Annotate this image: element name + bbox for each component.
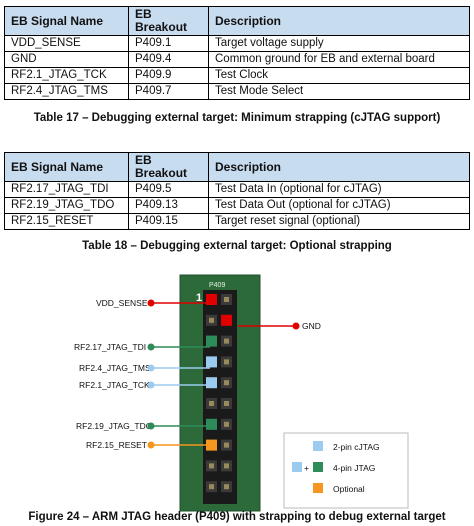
legend-label-2pin: 2-pin cJTAG bbox=[333, 442, 380, 452]
signal-label-tms: RF2.4_JTAG_TMS bbox=[79, 363, 151, 373]
legend-label-4pin: 4-pin JTAG bbox=[333, 463, 375, 473]
header-label: P409 bbox=[209, 282, 225, 289]
signal-label-reset: RF2.15_RESET bbox=[86, 440, 147, 450]
legend-plus: + bbox=[304, 463, 309, 473]
signal-tdi: RF2.17_JTAG_TDI bbox=[74, 342, 210, 352]
header-pin-contact bbox=[224, 297, 229, 302]
header-pin-highlight bbox=[206, 356, 217, 368]
signal-label-tck: RF2.1_JTAG_TCK bbox=[79, 380, 150, 390]
pcb-outline bbox=[179, 274, 261, 512]
cell-description: Target voltage supply bbox=[208, 35, 470, 52]
header-description: Description bbox=[208, 152, 470, 182]
dot-reset bbox=[147, 441, 155, 449]
header-signal-name: EB Signal Name bbox=[4, 6, 129, 36]
table-18-caption: Table 18 – Debugging external target: Op… bbox=[82, 240, 392, 252]
header-breakout-line2: Breakout bbox=[135, 20, 188, 34]
header-pin-highlight bbox=[221, 314, 232, 326]
header-pin-contact bbox=[209, 401, 214, 406]
header-pin-highlight bbox=[206, 377, 217, 389]
header-breakout: EB Breakout bbox=[128, 6, 209, 36]
header-signal-name: EB Signal Name bbox=[4, 152, 129, 182]
cell-signal: RF2.1_JTAG_TCK bbox=[4, 67, 129, 84]
header-pin-contact bbox=[224, 380, 229, 386]
header-pin-highlight bbox=[206, 439, 217, 451]
signal-label-gnd: GND bbox=[302, 321, 321, 331]
dot-tck bbox=[147, 381, 155, 389]
header-description: Description bbox=[208, 6, 470, 36]
table-row: RF2.4_JTAG_TMS P409.7 Test Mode Select bbox=[4, 83, 470, 100]
signal-gnd: GND bbox=[238, 321, 321, 331]
header-pin-contact bbox=[224, 484, 229, 490]
table-row: GND P409.4 Common ground for EB and exte… bbox=[4, 51, 470, 68]
dot-vdd-sense bbox=[147, 299, 155, 307]
table-row: RF2.19_JTAG_TDO P409.13 Test Data Out (o… bbox=[4, 197, 470, 214]
header-pin-contact bbox=[224, 338, 229, 344]
cell-signal: RF2.17_JTAG_TDI bbox=[4, 181, 129, 198]
signal-tdo: RF2.19_JTAG_TDO bbox=[76, 421, 210, 431]
header-pin-highlight bbox=[206, 418, 217, 430]
table-17: EB Signal Name EB Breakout Description V… bbox=[4, 6, 470, 100]
cell-description: Test Mode Select bbox=[208, 83, 470, 100]
cell-signal: RF2.4_JTAG_TMS bbox=[4, 83, 129, 100]
header-pin-contact bbox=[224, 442, 229, 448]
header-pin-contact bbox=[209, 317, 214, 323]
cell-description: Test Clock bbox=[208, 67, 470, 84]
header-pin-contact bbox=[209, 484, 214, 490]
cell-description: Test Data Out (optional for cJTAG) bbox=[208, 197, 470, 214]
dot-gnd bbox=[292, 322, 300, 330]
cell-breakout: P409.9 bbox=[128, 67, 209, 84]
header-breakout-line2: Breakout bbox=[135, 166, 188, 180]
table-row: RF2.15_RESET P409.15 Target reset signal… bbox=[4, 213, 470, 230]
signal-label-tdi: RF2.17_JTAG_TDI bbox=[74, 342, 146, 352]
signal-reset: RF2.15_RESET bbox=[86, 440, 210, 450]
cell-breakout: P409.5 bbox=[128, 181, 209, 198]
cell-breakout: P409.13 bbox=[128, 197, 209, 214]
dot-tdo bbox=[147, 422, 155, 430]
cell-signal: VDD_SENSE bbox=[4, 35, 129, 52]
dot-tdi bbox=[147, 343, 155, 351]
figure-24-caption: Figure 24 – ARM JTAG header (P409) with … bbox=[28, 511, 446, 523]
header-pin-contact bbox=[224, 401, 229, 406]
cell-description: Test Data In (optional for cJTAG) bbox=[208, 181, 470, 198]
dot-tms bbox=[147, 364, 155, 372]
table-row: VDD_SENSE P409.1 Target voltage supply bbox=[4, 35, 470, 52]
signal-tck: RF2.1_JTAG_TCK bbox=[79, 380, 210, 390]
table-row: RF2.17_JTAG_TDI P409.5 Test Data In (opt… bbox=[4, 181, 470, 198]
header-breakout-line1: EB bbox=[135, 7, 152, 21]
header-pin-contact bbox=[224, 359, 229, 365]
pin1-marker: 1 bbox=[196, 292, 202, 304]
header-pin-contact bbox=[224, 463, 229, 469]
signal-vdd-sense: VDD_SENSE bbox=[96, 298, 210, 308]
table-row: RF2.1_JTAG_TCK P409.9 Test Clock bbox=[4, 67, 470, 84]
cell-signal: RF2.19_JTAG_TDO bbox=[4, 197, 129, 214]
legend-box bbox=[283, 432, 409, 509]
cell-breakout: P409.4 bbox=[128, 51, 209, 68]
cell-breakout: P409.15 bbox=[128, 213, 209, 230]
signal-label-tdo: RF2.19_JTAG_TDO bbox=[76, 421, 153, 431]
legend-swatch-4pin bbox=[313, 462, 323, 472]
cell-signal: GND bbox=[4, 51, 129, 68]
header-breakout: EB Breakout bbox=[128, 152, 209, 182]
legend-label-optional: Optional bbox=[333, 484, 365, 494]
legend-swatch-2pin bbox=[313, 441, 323, 451]
header-pin-highlight bbox=[206, 294, 217, 305]
table-18: EB Signal Name EB Breakout Description R… bbox=[4, 152, 470, 230]
signal-tms: RF2.4_JTAG_TMS bbox=[79, 363, 210, 373]
table-17-caption: Table 17 – Debugging external target: Mi… bbox=[33, 112, 441, 124]
header-pin-contact bbox=[209, 463, 214, 469]
legend-swatch-optional bbox=[313, 483, 323, 493]
cell-breakout: P409.1 bbox=[128, 35, 209, 52]
jtag-header-figure: P409 1 VDD_SENSE GND RF2.17_JTAG_TDI RF2… bbox=[74, 274, 409, 512]
signal-label-vdd-sense: VDD_SENSE bbox=[96, 298, 148, 308]
header-pin-contact bbox=[224, 421, 229, 427]
legend-swatch-4pin-prefix bbox=[292, 462, 302, 472]
header-pins bbox=[206, 294, 232, 493]
header-breakout-line1: EB bbox=[135, 153, 152, 167]
header-pin-highlight bbox=[206, 335, 217, 347]
cell-signal: RF2.15_RESET bbox=[4, 213, 129, 230]
cell-description: Target reset signal (optional) bbox=[208, 213, 470, 230]
legend: 2-pin cJTAG + 4-pin JTAG Optional bbox=[283, 432, 409, 509]
cell-description: Common ground for EB and external board bbox=[208, 51, 470, 68]
cell-breakout: P409.7 bbox=[128, 83, 209, 100]
